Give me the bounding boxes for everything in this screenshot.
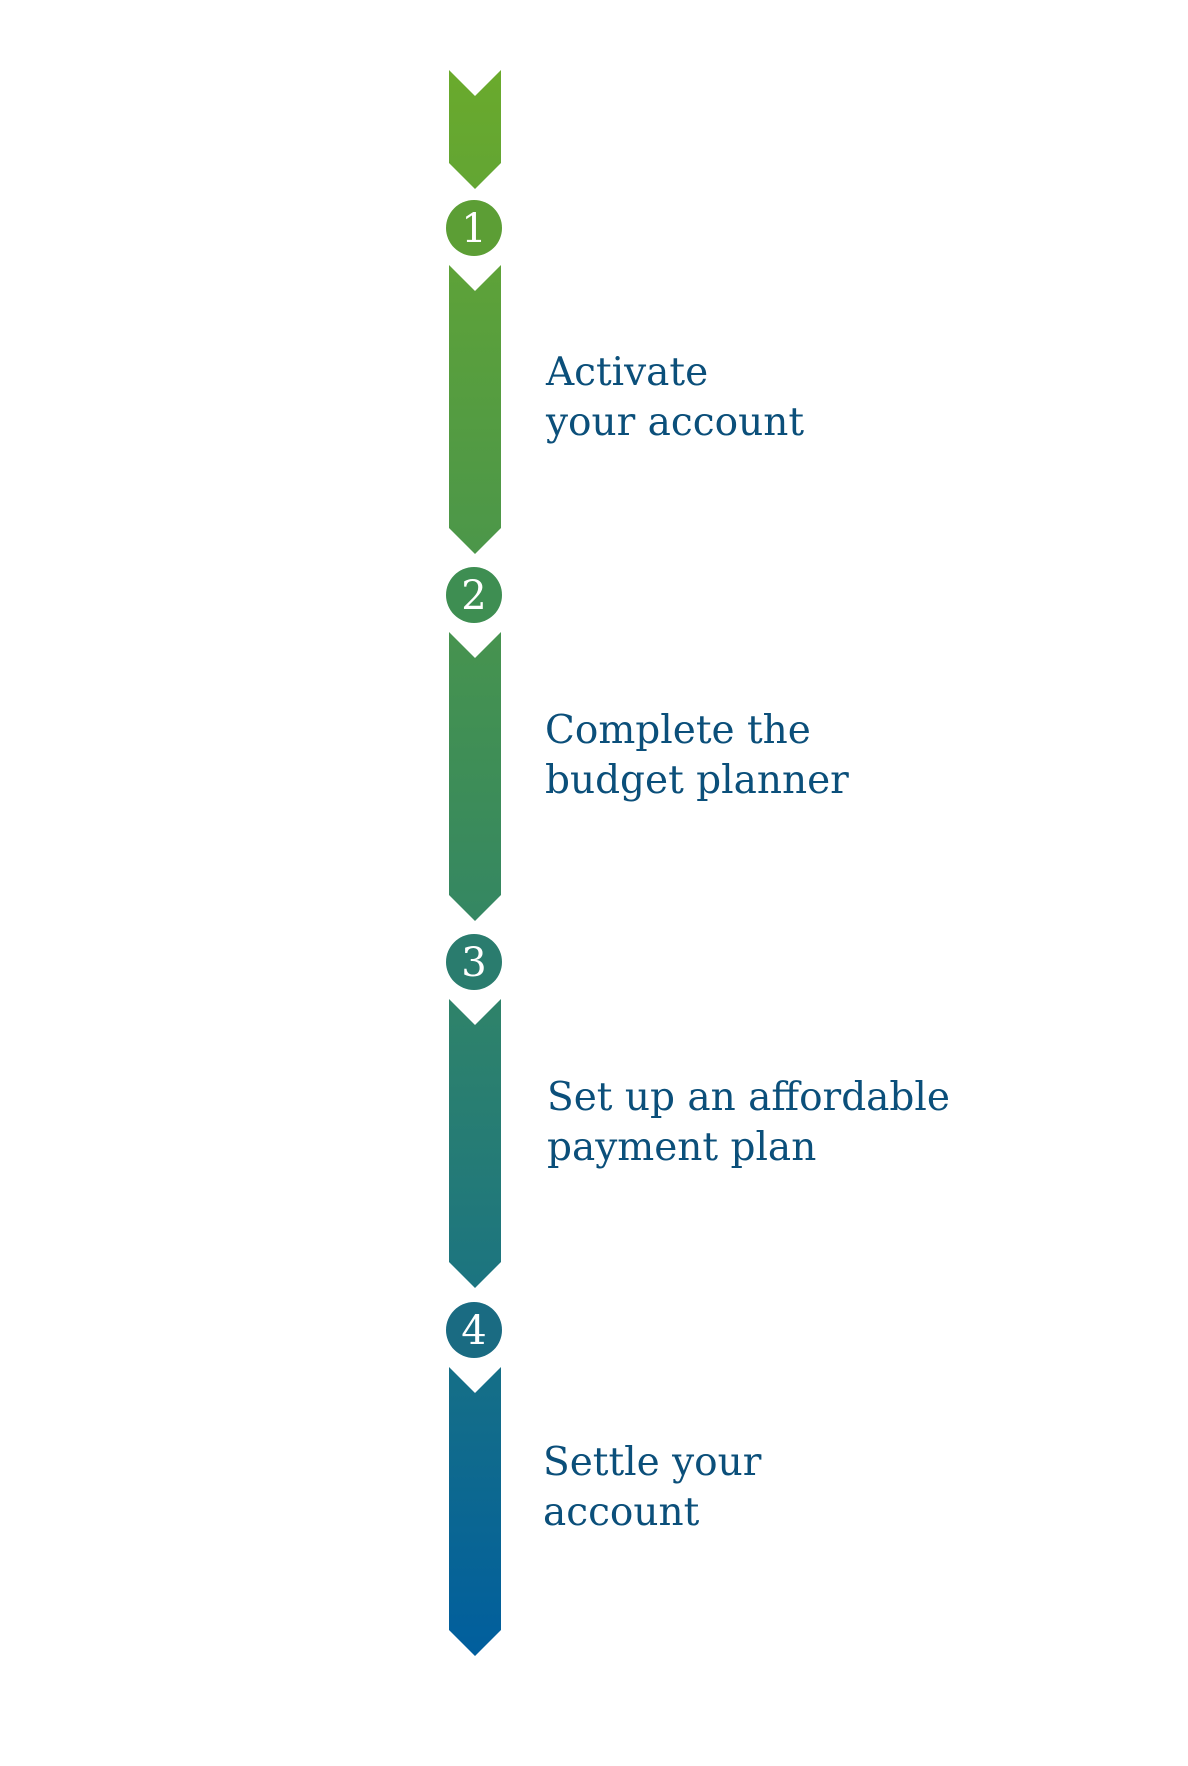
step-circle-1 [446,200,502,256]
step-circle-2 [446,567,502,623]
step-4-text: Settle your account [543,1438,761,1538]
step-number-1: 1 [461,206,486,252]
step-circle-4 [446,1302,502,1358]
step-3-line-1: Set up an affordable [547,1075,950,1120]
step-2-line-1: Complete the [545,708,811,753]
arrow-segment-4 [449,1367,501,1656]
step-1-line-1: Activate [546,350,709,395]
step-marker-3: 3 [446,934,502,990]
step-3-line-2: payment plan [547,1125,817,1170]
arrow-segment-2 [449,632,501,921]
step-number-2: 2 [461,573,486,619]
step-marker-2: 2 [446,567,502,623]
step-1-text: Activate your account [546,348,804,448]
step-marker-1: 1 [446,200,502,256]
step-2-text: Complete the budget planner [545,706,849,806]
step-number-4: 4 [461,1308,486,1354]
step-4-line-2: account [543,1490,700,1535]
arrow-segment-3 [449,999,501,1288]
arrow-segment-start [449,70,501,189]
step-4-line-1: Settle your [543,1440,762,1485]
step-number-3: 3 [461,940,486,986]
arrow-segment-1 [449,265,501,554]
step-2-line-2: budget planner [545,758,849,803]
step-1-line-2: your account [546,400,804,445]
step-marker-4: 4 [446,1302,502,1358]
step-circle-3 [446,934,502,990]
step-3-text: Set up an affordable payment plan [547,1073,950,1173]
